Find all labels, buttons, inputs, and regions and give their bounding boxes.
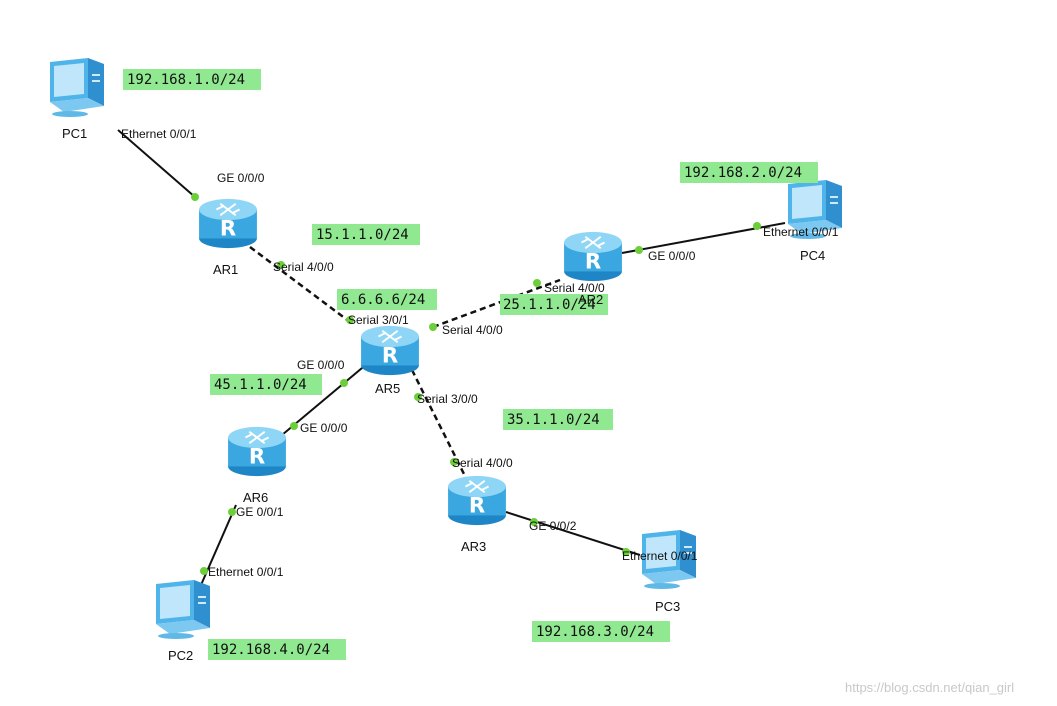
port-label: GE 0/0/0: [648, 249, 696, 263]
subnet-45-1-1: 45.1.1.0/24: [210, 374, 322, 395]
subnet-text: 35.1.1.0/24: [507, 412, 600, 428]
port-dot: [635, 246, 643, 254]
subnet-25-1-1: 25.1.1.0/24 AR2: [500, 292, 608, 315]
port-dot: [346, 316, 354, 324]
router-icon: [227, 425, 287, 478]
subnet-192-168-1: 192.168.1.0/24: [123, 69, 261, 90]
device-label: AR6: [243, 490, 268, 505]
port-label: Serial 4/0/0: [442, 323, 503, 337]
port-dots: [191, 193, 761, 575]
router-ar3[interactable]: AR3: [447, 474, 507, 554]
port-dot: [200, 567, 208, 575]
port-dot: [277, 261, 285, 269]
subnet-text: 15.1.1.0/24: [316, 227, 409, 243]
pc1[interactable]: PC1: [50, 58, 104, 141]
port-label: GE 0/0/0: [217, 171, 265, 185]
pc4[interactable]: PC4: [788, 180, 842, 263]
device-label: AR3: [461, 539, 486, 554]
port-label: Serial 4/0/0: [544, 281, 605, 295]
pc-icon: [156, 580, 210, 639]
pc-icon: [50, 58, 104, 117]
device-label: PC3: [655, 599, 680, 614]
port-dot: [450, 458, 458, 466]
port-dot: [753, 222, 761, 230]
port-dot: [290, 422, 298, 430]
port-dot: [191, 193, 199, 201]
port-label: Ethernet 0/0/1: [622, 549, 698, 563]
port-dot: [429, 323, 437, 331]
router-ar5[interactable]: AR5: [360, 324, 420, 396]
subnet-text: 192.168.3.0/24: [536, 624, 654, 640]
link-pc1-ar1: [117, 129, 196, 198]
port-dot: [414, 393, 422, 401]
port-labels: Ethernet 0/0/1 GE 0/0/0 Serial 4/0/0 Ser…: [121, 127, 839, 579]
router-ar6[interactable]: AR6: [227, 425, 287, 505]
subnet-192-168-4: 192.168.4.0/24: [208, 639, 346, 660]
port-dot: [533, 279, 541, 287]
port-label: Serial 3/0/1: [348, 313, 409, 327]
router-icon: [447, 474, 507, 527]
router-icon: [198, 197, 258, 250]
link-ar3-pc3: [505, 511, 641, 556]
subnet-text: 6.6.6.6/24: [341, 292, 425, 308]
device-label: AR2: [578, 292, 603, 307]
router-ar1[interactable]: AR1: [198, 197, 258, 277]
port-dot: [530, 518, 538, 526]
device-label: PC1: [62, 126, 87, 141]
subnet-35-1-1: 35.1.1.0/24: [503, 409, 613, 430]
device-label: PC2: [168, 648, 193, 663]
device-label: AR5: [375, 381, 400, 396]
subnet-192-168-3: 192.168.3.0/24: [532, 621, 670, 642]
subnet-text: 192.168.1.0/24: [127, 72, 245, 88]
subnet-15-1-1: 15.1.1.0/24: [312, 224, 420, 245]
port-label: GE 0/0/1: [236, 505, 284, 519]
port-label: GE 0/0/0: [297, 358, 345, 372]
subnet-loopback: 6.6.6.6/24: [337, 289, 437, 310]
link-ar5-ar2: [432, 278, 561, 329]
port-label: Ethernet 0/0/1: [121, 127, 197, 141]
router-ar2[interactable]: [563, 230, 623, 283]
port-label: Serial 3/0/0: [417, 392, 478, 406]
subnet-text: 192.168.4.0/24: [212, 642, 330, 658]
port-label: Serial 4/0/0: [452, 456, 513, 470]
port-label: GE 0/0/0: [300, 421, 348, 435]
pc3[interactable]: PC3: [642, 530, 696, 614]
subnet-labels: 192.168.1.0/24 192.168.2.0/24 15.1.1.0/2…: [123, 69, 818, 660]
pc2[interactable]: PC2: [156, 580, 210, 663]
port-dot: [228, 508, 236, 516]
port-label: Serial 4/0/0: [273, 260, 334, 274]
port-label: Ethernet 0/0/1: [763, 225, 839, 239]
router-icon: [360, 324, 420, 377]
device-label: PC4: [800, 248, 825, 263]
port-dot: [622, 548, 630, 556]
subnet-text: 25.1.1.0/24: [503, 297, 596, 313]
device-label: AR1: [213, 262, 238, 277]
subnet-text: 192.168.2.0/24: [684, 165, 802, 181]
port-dot: [340, 379, 348, 387]
subnet-192-168-2: 192.168.2.0/24: [680, 162, 818, 183]
port-label: GE 0/0/2: [529, 519, 577, 533]
subnet-text: 45.1.1.0/24: [214, 377, 307, 393]
watermark: https://blog.csdn.net/qian_girl: [845, 680, 1014, 695]
router-icon: [563, 230, 623, 283]
port-label: Ethernet 0/0/1: [208, 565, 284, 579]
link-ar1-ar5: [249, 246, 351, 323]
